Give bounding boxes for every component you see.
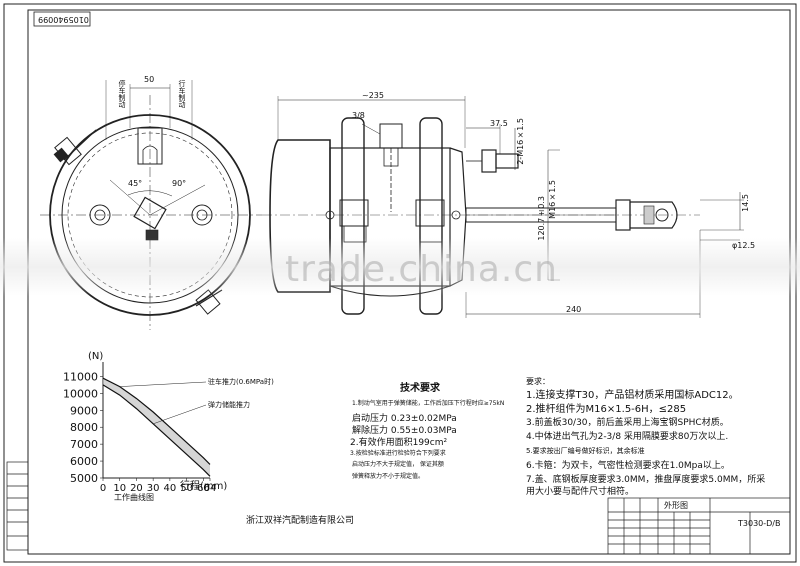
req-7: 7.盖、底钢板厚度要求3.0MM，推盘厚度要求5.0MM，所采: [526, 475, 766, 485]
dim-pin: φ12.5: [732, 241, 756, 250]
angle-45: 45°: [128, 179, 143, 188]
chart-series-line-2: [102, 384, 211, 477]
chart-x-tick-label: 40: [164, 483, 177, 494]
req-3: 3.前盖板30/30，前后盖采用上海宝钢SPHC材质。: [526, 418, 729, 428]
angle-90: 90°: [172, 179, 187, 188]
part-code: T3030-D/B: [738, 519, 781, 528]
chart-legend-1: 驻车推力(0.6MPa时): [208, 378, 274, 386]
chart-x-tick-label: 10: [113, 483, 126, 494]
watermark-text: trade.china.cn: [285, 249, 558, 290]
tech-req-1: 1.制动气室用于弹簧储能，工作后加压下行程时应≥75kN: [352, 400, 505, 407]
tech-req-5: 3.按检验标准进行检验符合下列要求: [350, 450, 446, 457]
tech-req-4: 2.有效作用面积199cm²: [350, 438, 448, 448]
chart-y-ticks: 11000 10000 9000 8000 7000 6000 5000: [63, 370, 103, 485]
drawing-number: 0105940099: [38, 15, 89, 24]
chart-x-tick-label: 64: [204, 483, 217, 494]
req-5: 5.要求按出厂编号做好标识，其余标准: [526, 447, 645, 455]
dim-37-5: 37.5: [490, 119, 508, 128]
req-8: 用大小要与配件尺寸相符。: [526, 487, 635, 497]
chart-y-unit: (N): [88, 351, 104, 362]
chart-x-tick-label: 20: [130, 483, 143, 494]
chart-x-tick-label: 50: [180, 483, 193, 494]
chart-legend-leader-2: [153, 404, 207, 425]
req-2: 2.推杆组件为M16×1.5-6H，≤285: [526, 404, 687, 415]
req-1: 1.连接支撑T30，产品铝材质采用国标ADC12。: [526, 390, 739, 401]
dim-bolt-circle: 120.7±0.3: [537, 196, 546, 241]
dim-port: 3/8: [352, 111, 365, 120]
tech-req-2: 启动压力 0.23±0.02MPa: [352, 414, 457, 424]
req-6: 6.卡箍：为双卡，气密性检测要求在1.0Mpa以上。: [526, 461, 730, 471]
chart-x-tick-label: 0: [100, 483, 106, 494]
req-heading: 要求：: [526, 377, 550, 386]
chart-y-tick-label: 6000: [70, 455, 98, 468]
tech-req-6: 启动压力不大于规定值， 保证其额: [352, 461, 444, 468]
company-name: 浙江双祥汽配制造有限公司: [246, 516, 355, 526]
req-4: 4.中体进出气孔为2-3/8 采用隔膜要求80万次以上.: [526, 432, 729, 442]
title-block-grid: [607, 497, 791, 555]
tech-req-heading: 技术要求: [400, 383, 440, 394]
chart-y-tick-label: 7000: [70, 438, 98, 451]
chart-x-tick-label: 30: [147, 483, 160, 494]
dim-thread-port: 2-M16×1.5: [516, 118, 525, 165]
chart-y-tick-label: 9000: [70, 404, 98, 417]
chart-title: 工作曲线图: [114, 493, 154, 502]
label-service-brake: 行车制动: [178, 80, 186, 108]
chart-x-tick-label: 60: [197, 483, 210, 494]
drawing-name: 外形图: [664, 501, 688, 510]
watermark-band: [0, 238, 800, 296]
chart-series: [102, 377, 211, 477]
dim-overall: ~235: [362, 91, 384, 100]
left-revision-strip: [6, 461, 29, 551]
chart-series-line-1: [102, 377, 211, 465]
dim-14-5: 14.5: [741, 194, 750, 212]
dim-rod-thread: M16×1.5: [548, 180, 557, 219]
tech-req-3: 解除压力 0.55±0.03MPa: [352, 426, 457, 436]
dim-240: 240: [566, 305, 582, 314]
label-parking-brake: 停车制动: [118, 80, 126, 108]
drawing-number-box: [33, 11, 91, 27]
chart-y-tick-label: 5000: [70, 472, 98, 485]
chart-x-label: 行程(mm): [180, 481, 228, 492]
chart-y-tick-label: 8000: [70, 421, 98, 434]
tech-req-7: 弹簧释放力不小于规定值。: [352, 473, 425, 480]
chart-legend-leader-1: [119, 381, 207, 387]
chart-legend-2: 弹力储能推力: [208, 401, 250, 409]
dim-50: 50: [144, 75, 155, 84]
chart-y-tick-label: 10000: [63, 387, 98, 400]
chart-y-tick-label: 11000: [63, 370, 98, 383]
